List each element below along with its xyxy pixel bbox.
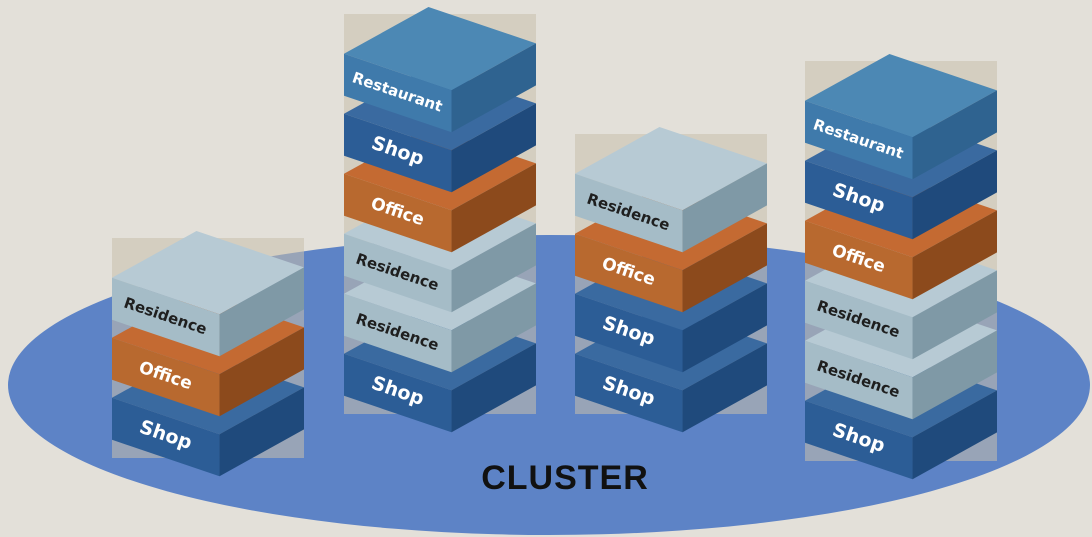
block-front-face (344, 53, 452, 133)
building-stacks: ShopOfficeResidenceShopResidenceResidenc… (112, 7, 997, 480)
block-side-face (451, 223, 536, 313)
block-front-face (112, 397, 220, 477)
block-side-face (451, 163, 536, 253)
block-front-face (575, 293, 683, 373)
block-side-face (912, 330, 997, 420)
block-front-face (575, 173, 683, 253)
block-front-face (805, 340, 913, 420)
block-side-face (912, 210, 997, 300)
block-front-face (344, 233, 452, 313)
block-side-face (682, 283, 767, 373)
block-front-face (575, 353, 683, 433)
block-side-face (219, 267, 304, 357)
block-side-face (912, 390, 997, 480)
block-side-face (451, 103, 536, 193)
block-front-face (805, 220, 913, 300)
block-top-face (805, 54, 997, 138)
block-residence: Residence (575, 127, 767, 253)
block-side-face (912, 270, 997, 360)
block-front-face (344, 293, 452, 373)
block-front-face (805, 100, 913, 180)
block-top-face (344, 7, 536, 91)
block-side-face (219, 327, 304, 417)
block-residence: Residence (112, 231, 304, 357)
block-side-face (451, 43, 536, 133)
block-front-face (112, 277, 220, 357)
block-restaurant: Restaurant (344, 7, 536, 133)
block-front-face (344, 173, 452, 253)
block-side-face (682, 343, 767, 433)
block-side-face (451, 283, 536, 373)
block-side-face (682, 163, 767, 253)
block-side-face (682, 223, 767, 313)
block-front-face (805, 400, 913, 480)
block-side-face (912, 90, 997, 180)
block-front-face (575, 233, 683, 313)
block-front-face (344, 113, 452, 193)
building-stack: ShopResidenceResidenceOfficeShopRestaura… (805, 54, 997, 480)
cluster-label: CLUSTER (481, 459, 649, 497)
block-side-face (219, 387, 304, 477)
block-front-face (344, 353, 452, 433)
block-side-face (912, 150, 997, 240)
block-front-face (805, 280, 913, 360)
block-side-face (451, 343, 536, 433)
block-front-face (112, 337, 220, 417)
building-stack: ShopResidenceResidenceOfficeShopRestaura… (344, 7, 536, 433)
block-front-face (805, 160, 913, 240)
block-top-face (112, 231, 304, 315)
block-top-face (575, 127, 767, 211)
block-restaurant: Restaurant (805, 54, 997, 180)
